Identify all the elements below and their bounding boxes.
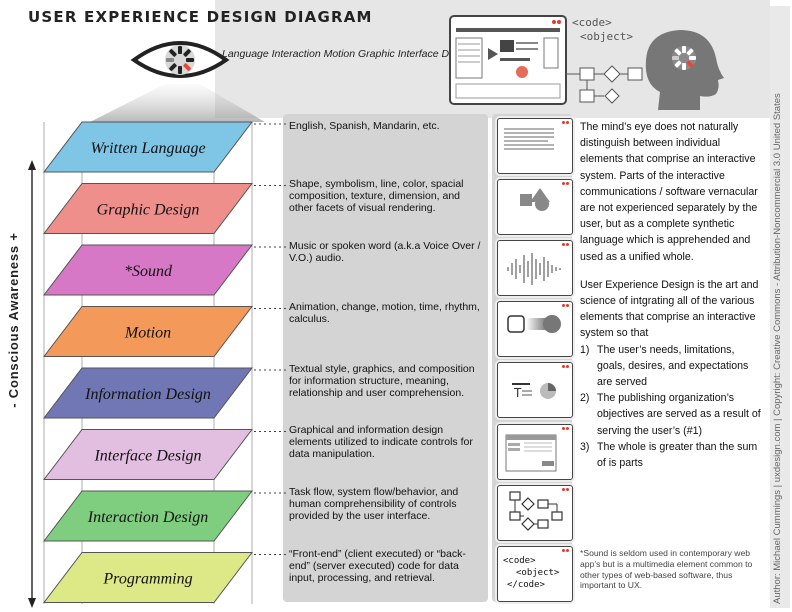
interaction-design-thumbnail [497,485,573,541]
layer-label: Motion [124,325,171,342]
layer-label: Interaction Design [87,509,208,526]
object-tag-label: <object> [580,30,633,43]
list-item: 3)The whole is greater than the sum of i… [580,440,758,470]
ux-header-illustration [449,15,724,110]
layer-plane [42,367,254,419]
layer-plane [42,244,254,296]
layer-plane [42,429,254,480]
tagline: Language Interaction Motion Graphic Inte… [222,48,450,60]
motion-thumbnail [497,301,573,357]
author-credit: Author: Michael Cummings | uxdesign.com … [772,93,783,604]
layer-plane [42,552,254,603]
layer-plane [42,121,254,173]
layer-label: *Sound [124,263,173,280]
layer-label: Programming [102,571,192,588]
layer-description: English, Spanish, Mandarin, etc. [289,120,440,132]
sound-footnote: *Sound is seldom used in contemporary we… [580,548,753,591]
layer-description: Textual style, graphics, and composition… [289,363,475,400]
layer-label: Graphic Design [97,202,200,219]
programming-thumbnail: <code> <object> </code> [497,546,573,602]
explanation-text: The mind’s eye does not naturally distin… [580,119,765,471]
layer-label: Interface Design [93,448,201,465]
layer-plane [42,490,254,542]
page-title: USER EXPERIENCE DESIGN DIAGRAM [28,8,373,26]
list-item: 2)The publishing organization’s objectiv… [580,392,761,437]
information-design-thumbnail: T [497,362,573,418]
interface-design-thumbnail [497,424,573,480]
vision-cone [90,84,265,122]
thumb-code-open: <code> [503,556,536,566]
conscious-awareness-label: - Conscious Awareness + [6,232,21,408]
layer-description: Graphical and information design element… [289,424,473,461]
thumb-object: <object> [516,568,560,578]
eye-icon [130,41,230,78]
thumb-code-close: </code> [507,580,545,590]
layer-description: Shape, symbolism, line, color, spacial c… [289,178,464,215]
list-item: 1)The user’s needs, limitations, goals, … [580,343,749,389]
code-tag-label: <code> [572,16,612,29]
layer-description: Animation, change, motion, time, rhythm,… [289,301,480,326]
description-column [283,114,488,602]
layer-description: Task flow, system flow/behavior, and hum… [289,486,459,523]
explanation-paragraph-1: The mind’s eye does not naturally distin… [580,121,758,263]
layer-plane [42,306,254,357]
layer-description: “Front-end” (client executed) or “back-e… [289,548,466,585]
graphic-design-thumbnail [497,179,573,235]
credit-strip [770,6,790,608]
layer-label: Written Language [90,140,205,157]
awareness-axis-arrow [28,160,36,608]
layer-plane [42,183,254,234]
layer-description: Music or spoken word (a.k.a Voice Over /… [289,240,481,265]
explanation-paragraph-2: User Experience Design is the art and sc… [580,278,759,340]
written-language-thumbnail [497,118,573,174]
svg-text:T: T [513,386,522,400]
sound-thumbnail [497,240,573,296]
layer-label: Information Design [84,386,211,403]
